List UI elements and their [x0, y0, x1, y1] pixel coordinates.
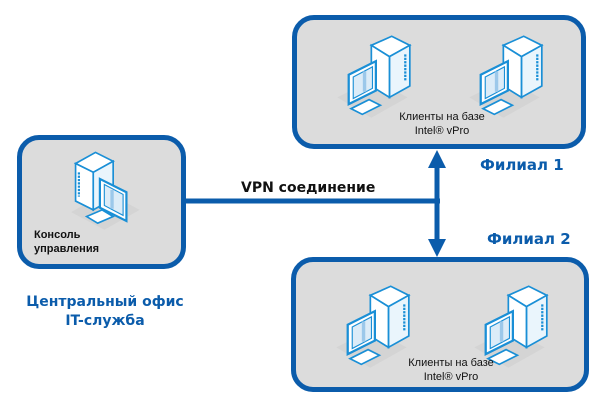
- central-office-title-line1: Центральный офис: [26, 294, 184, 310]
- console-label-line2: управления: [34, 243, 100, 255]
- central-office-title-line2: IT-служба: [65, 313, 145, 329]
- central-office-box: Консоль управления: [17, 135, 186, 269]
- desktop-computer-icon: [469, 34, 549, 120]
- arrow-down-icon: [428, 239, 446, 257]
- branch1-title: Филиал 1: [480, 156, 564, 174]
- central-office-title: Центральный офис IT-служба: [0, 293, 210, 331]
- branch1-label-line1: Клиенты на базе: [399, 111, 485, 123]
- desktop-computer-icon: [62, 148, 140, 232]
- branch2-title: Филиал 2: [487, 230, 571, 248]
- branch2-label-line1: Клиенты на базе: [408, 357, 494, 369]
- branch1-box: Клиенты на базе Intel® vPro: [292, 15, 586, 149]
- vpn-connection-label: VPN соединение: [241, 180, 376, 196]
- console-label-line1: Консоль: [34, 229, 81, 241]
- branch1-label-line2: Intel® vPro: [414, 125, 470, 137]
- arrow-up-icon: [428, 150, 446, 168]
- desktop-computer-icon: [337, 34, 417, 120]
- branch2-box: Клиенты на базе Intel® vPro: [291, 257, 589, 392]
- branch2-label-line2: Intel® vPro: [423, 371, 479, 383]
